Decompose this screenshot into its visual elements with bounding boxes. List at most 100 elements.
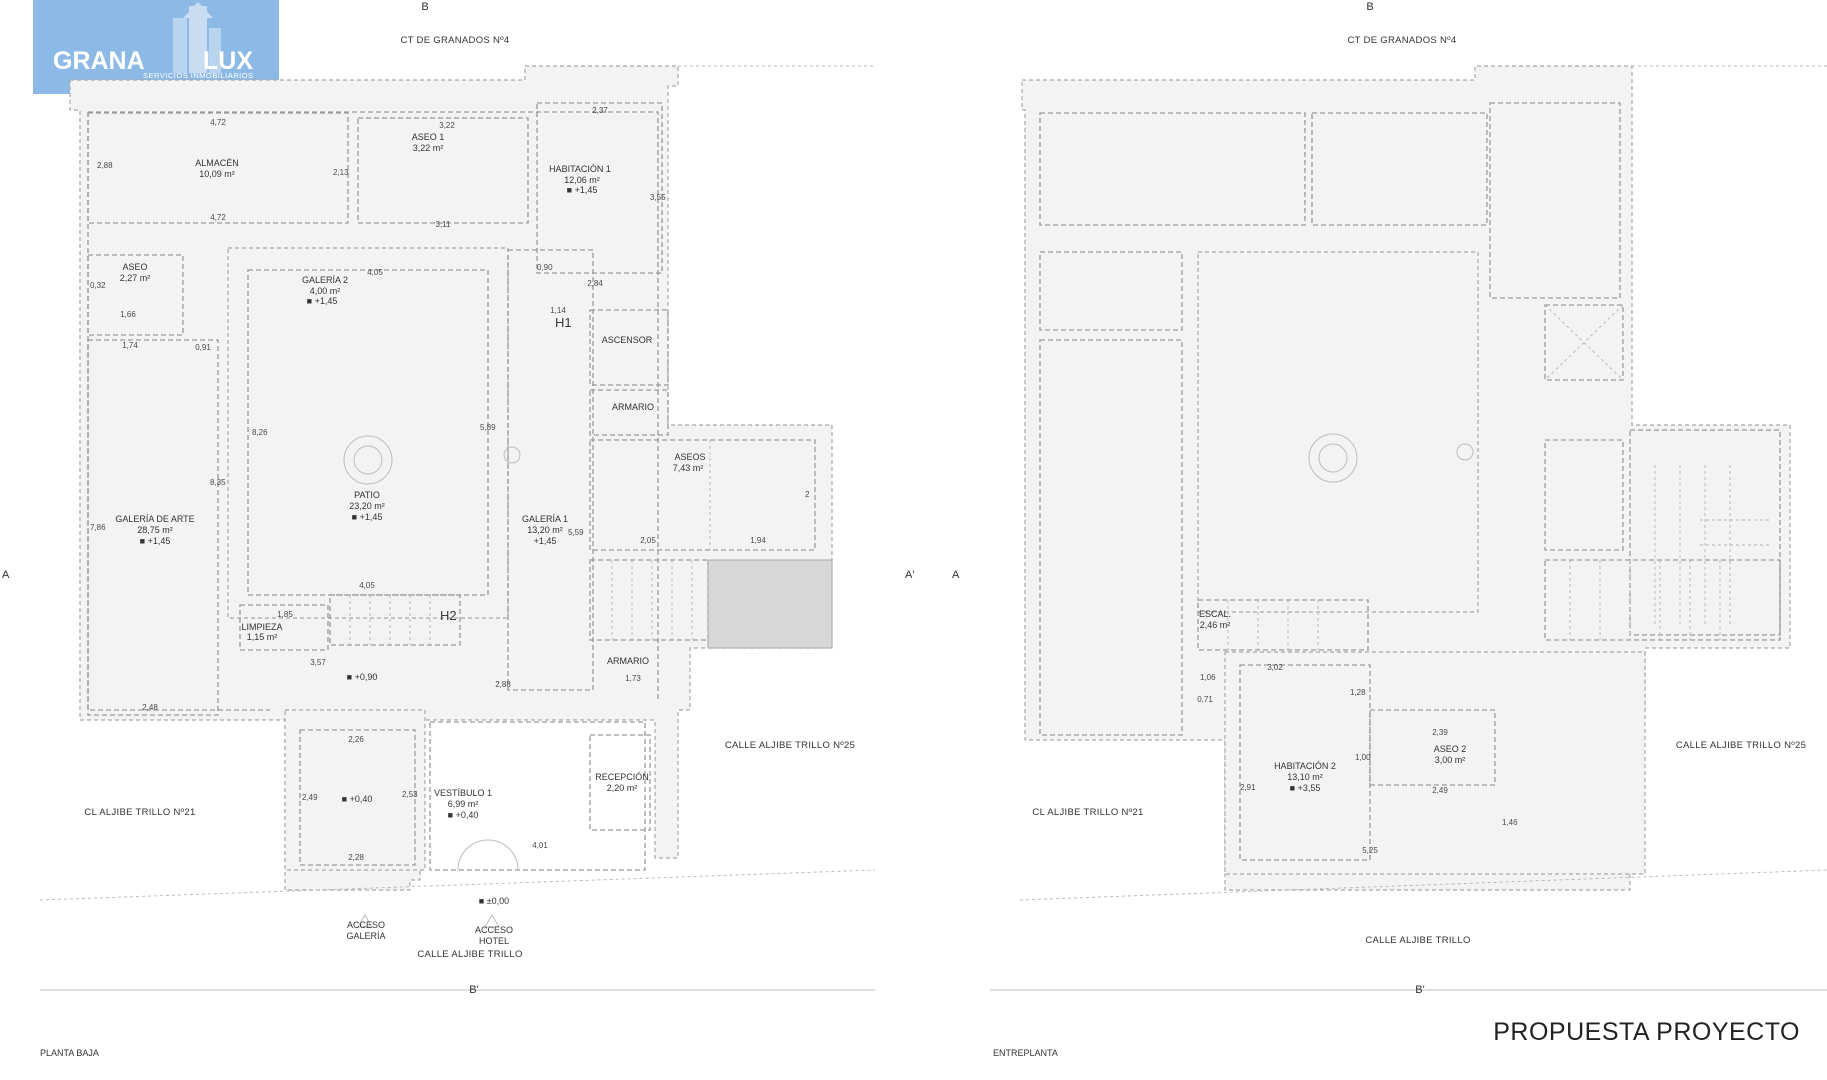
dim: 1,46: [1502, 818, 1518, 827]
street-bottom-left: CALLE ALJIBE TRILLO: [417, 949, 522, 960]
room-recepcion-name: RECEPCIÓN: [595, 772, 649, 782]
room-habitacion1-level: ■ +1,45: [567, 185, 598, 195]
dim: 0,91: [195, 343, 211, 352]
street-left-left: CL ALJIBE TRILLO Nº21: [84, 807, 195, 818]
room-galeria-arte-area: 28,75 m²: [137, 525, 173, 535]
dim: 4,05: [359, 581, 375, 590]
room-patio-area: 23,20 m²: [349, 501, 385, 511]
logo-brand-left: GRANA: [53, 47, 145, 75]
dim: 1,73: [625, 674, 641, 683]
dim: 2,53: [402, 790, 418, 799]
dim: 2,26: [348, 735, 364, 744]
logo-building-icon: GRANA LUX SERVICIOS INMOBILIARIOS: [53, 2, 254, 80]
dim: 1,14: [550, 306, 566, 315]
dim: 0,32: [90, 281, 106, 290]
dim: 3,11: [436, 220, 452, 229]
logo-brand-right: LUX: [203, 47, 253, 75]
street-right-left: CALLE ALJIBE TRILLO Nº25: [725, 740, 855, 751]
logo-tagline: SERVICIOS INMOBILIARIOS: [143, 71, 254, 80]
dim: 2,13: [333, 168, 349, 177]
room-habitacion2-area: 13,10 m²: [1287, 772, 1323, 782]
access-hotel-marker: [484, 914, 500, 928]
dim: 1,66: [120, 310, 136, 319]
room-recepcion-area: 2,20 m²: [607, 783, 638, 793]
level-entry: ■ ±0,00: [479, 896, 509, 906]
access-gallery-marker: [357, 914, 373, 928]
room-galeria2-area: 4,00 m²: [310, 286, 341, 296]
axis-a-left: A: [2, 569, 10, 581]
dim: 8,35: [210, 478, 226, 487]
dim: 4,01: [532, 841, 548, 850]
dim: 2,28: [348, 853, 364, 862]
room-aseo-name: ASEO: [122, 262, 147, 272]
room-aseo1-area: 3,22 m²: [413, 143, 444, 153]
room-galeria2-level: ■ +1,45: [307, 296, 338, 306]
dim: 5,59: [568, 528, 584, 537]
room-aseo2-area: 3,00 m²: [1435, 755, 1466, 765]
room-galeria1-level: +1,45: [534, 536, 557, 546]
street-bottom-right: CALLE ALJIBE TRILLO: [1365, 935, 1470, 946]
dim: 2,37: [592, 106, 608, 115]
street-left-right: CL ALJIBE TRILLO Nº21: [1032, 807, 1143, 818]
room-vestibulo-level: ■ +0,40: [448, 810, 479, 820]
room-galeria1-name: GALERÍA 1: [522, 514, 568, 524]
room-aseos-name: ASEOS: [674, 452, 705, 462]
dim: 2,84: [587, 279, 603, 288]
room-patio-level: ■ +1,45: [352, 512, 383, 522]
room-habitacion2-name: HABITACIÓN 2: [1274, 761, 1336, 771]
room-habitacion2-level: ■ +3,55: [1290, 783, 1321, 793]
dim: 2,48: [142, 703, 158, 712]
access-hotel-line1: ACCESO: [475, 925, 513, 935]
dim: 1,06: [1200, 673, 1216, 682]
level-mid: ■ +0,90: [347, 672, 378, 682]
dim: 0,90: [537, 263, 553, 272]
room-aseo1-name: ASEO 1: [412, 132, 445, 142]
room-armario1-name: ARMARIO: [612, 402, 654, 412]
access-gallery-line2: GALERÍA: [346, 931, 385, 941]
room-almacen-area: 10,09 m²: [199, 169, 235, 179]
dim: 4,72: [210, 213, 226, 222]
room-aseos-area: 7,43 m²: [673, 463, 704, 473]
room-ascensor-name: ASCENSOR: [602, 335, 653, 345]
room-habitacion1-area: 12,06 m²: [564, 175, 600, 185]
project-title: PROPUESTA PROYECTO: [1493, 1018, 1800, 1046]
dim: 1,28: [1350, 688, 1366, 697]
dim: 4,72: [210, 118, 226, 127]
street-top-right: CT DE GRANADOS Nº4: [1348, 35, 1457, 46]
room-galeria-arte-name: GALERÍA DE ARTE: [115, 514, 194, 524]
room-armario2-name: ARMARIO: [607, 656, 649, 666]
sheet-name-right: ENTREPLANTA: [993, 1048, 1058, 1058]
sheet-name-left: PLANTA BAJA: [40, 1048, 99, 1058]
room-vestibulo-area: 6,99 m²: [448, 799, 479, 809]
dim: 3,02: [1267, 663, 1283, 672]
dim: 2,88: [495, 680, 511, 689]
left-labels: B CT DE GRANADOS Nº4 A A' B' CALLE ALJIB…: [2, 1, 914, 1058]
room-escal-name: ESCAL.: [1199, 609, 1231, 619]
dim: 2,49: [302, 793, 318, 802]
axis-a-prime-left: A': [905, 569, 914, 581]
granalux-logo: GRANA LUX SERVICIOS INMOBILIARIOS: [33, 0, 279, 94]
dim: 1,00: [1355, 753, 1371, 762]
mark-h1: H1: [555, 315, 572, 330]
room-patio-name: PATIO: [354, 490, 380, 500]
dim: 2,05: [640, 536, 656, 545]
room-aseo2-name: ASEO 2: [1434, 744, 1467, 754]
room-aseo-area: 2,27 m²: [120, 273, 151, 283]
dim: 1,74: [122, 341, 138, 350]
plan-planta-baja: [39, 65, 876, 991]
access-hotel-line2: HOTEL: [479, 936, 509, 946]
street-top-left: CT DE GRANADOS Nº4: [401, 35, 510, 46]
axis-b-prime-right: B': [1415, 984, 1424, 996]
room-shop-level: ■ +0,40: [342, 794, 373, 804]
dim: 3,22: [439, 121, 455, 130]
dim: 5,25: [1362, 846, 1378, 855]
room-limpieza-area: 1,15 m²: [247, 632, 278, 642]
axis-b-prime-left: B': [469, 984, 478, 996]
room-galeria-arte-level: ■ +1,45: [140, 536, 171, 546]
dim: 0,71: [1197, 695, 1213, 704]
axis-b-top-right: B: [1366, 1, 1373, 13]
dim: 2,88: [97, 161, 113, 170]
street-right-right: CALLE ALJIBE TRILLO Nº25: [1676, 740, 1806, 751]
